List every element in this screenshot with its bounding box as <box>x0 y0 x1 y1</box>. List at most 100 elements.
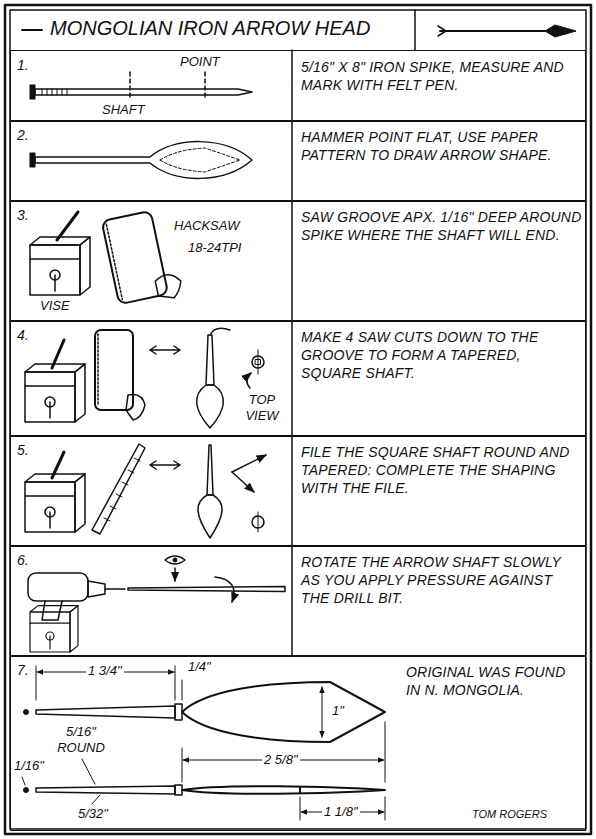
mark-line <box>299 787 301 793</box>
view-arrow <box>174 568 176 581</box>
mark-line <box>204 72 206 98</box>
leader-line <box>92 795 100 804</box>
end-dot <box>24 788 29 793</box>
step-row: 6. ROTATE THE ARROW SHAFT SLOWLY AS YOU A… <box>10 545 586 657</box>
square-shaft <box>206 335 214 385</box>
arrow-blade <box>198 495 222 538</box>
arrow-blade <box>182 682 385 742</box>
icon-shaft <box>440 30 545 32</box>
step-text: HAMMER POINT FLAT, USE PAPER PATTERN TO … <box>301 128 583 164</box>
mark-line <box>129 72 131 98</box>
shaft-collar <box>175 704 182 720</box>
file <box>92 444 145 534</box>
vise <box>30 237 90 295</box>
shaft-collar <box>175 785 182 795</box>
rotation-arrow <box>215 577 234 602</box>
hacksaw-blade <box>106 224 122 299</box>
motion-arrow <box>232 472 254 492</box>
spike <box>57 212 78 240</box>
hacksaw-handle <box>126 394 145 420</box>
vise-jaw <box>30 258 80 260</box>
drill-bit <box>105 588 125 590</box>
callout-label: VISE <box>38 298 72 314</box>
callout-label: 1" <box>330 703 346 719</box>
vise-handle <box>54 275 56 291</box>
vise-jaw <box>25 385 75 387</box>
step-number: 2. <box>17 126 29 144</box>
eye-pupil <box>173 558 177 562</box>
hacksaw-handle <box>154 272 183 301</box>
eye <box>165 556 185 564</box>
callout-label: 1 1/8" <box>322 804 360 820</box>
callout-label: SHAFT <box>100 102 147 118</box>
vise-side <box>75 364 85 422</box>
step-text: ROTATE THE ARROW SHAFT SLOWLY AS YOU APP… <box>301 553 583 608</box>
callout-label: POINT <box>178 54 222 70</box>
callout-label: 1/4" <box>186 659 213 675</box>
motion-arrow <box>232 455 266 472</box>
icon-head <box>545 25 576 37</box>
step-number: 3. <box>17 206 29 224</box>
dimension-line <box>322 687 323 737</box>
callout-label: HACKSAW <box>172 218 242 234</box>
drill-grip <box>42 601 62 620</box>
vise-front <box>30 245 80 295</box>
file-teeth <box>104 458 140 521</box>
step-number: 4. <box>17 326 29 344</box>
drill-body <box>28 573 88 601</box>
end-dot <box>24 710 29 715</box>
step-row: 4. MAKE 4 SAW CUTS DOWN TO THE GROOVE TO … <box>10 320 586 437</box>
title-text: MONGOLIAN IRON ARROW HEAD <box>50 17 370 40</box>
arrow-shaft <box>128 587 285 592</box>
step-row: 5.FILE THE SQUARE SHAFT ROUND AND TAPERE… <box>10 435 586 547</box>
hacksaw-blade <box>97 334 99 406</box>
vise-handle <box>49 402 51 418</box>
arrow-pattern <box>160 148 240 172</box>
callout-label: 5/32" <box>76 806 110 822</box>
end-view-line <box>258 512 259 532</box>
leader-arrow <box>247 373 251 388</box>
step-number: 1. <box>17 56 29 74</box>
extension-line <box>182 680 183 700</box>
wire-end <box>210 328 230 335</box>
extension-line <box>175 666 176 700</box>
step-text: 5/16" X 8" IRON SPIKE, MEASURE AND MARK … <box>301 58 583 94</box>
vise <box>25 364 85 422</box>
spike-marks <box>42 89 67 95</box>
callout-label: 5/16" ROUND <box>48 724 114 755</box>
spike <box>35 89 252 95</box>
vise-handle <box>49 636 50 649</box>
vise-front <box>30 612 70 652</box>
inner-frame <box>10 10 586 829</box>
title-dash <box>22 29 42 31</box>
callout-label: 1 3/4" <box>86 663 124 679</box>
signature: TOM ROGERS <box>470 808 549 821</box>
vise-front <box>25 482 75 532</box>
extension-line <box>36 666 37 700</box>
leader-line <box>22 777 25 785</box>
step-text: FILE THE SQUARE SHAFT ROUND AND TAPERED:… <box>301 443 583 498</box>
vise-front <box>25 372 75 422</box>
step-number: 7. <box>17 661 29 679</box>
step-text: MAKE 4 SAW CUTS DOWN TO THE GROOVE TO FO… <box>301 328 583 383</box>
step-row: 2. HAMMER POINT FLAT, USE PAPER PATTERN T… <box>10 120 586 202</box>
arrow-blade <box>197 385 224 428</box>
extension-line <box>385 722 386 782</box>
vise-handle <box>49 512 51 528</box>
leader-line <box>82 759 95 784</box>
motion-arrow <box>150 461 180 469</box>
motion-arrow <box>150 346 180 354</box>
step-text: SAW GROOVE APX. 1/16" DEEP AROUND SPIKE … <box>301 208 583 244</box>
step-row: 3. SAW GROOVE APX. 1/16" DEEP AROUND SPIK… <box>10 200 586 322</box>
vise <box>25 474 85 532</box>
top-view-line <box>258 350 259 374</box>
arrow-blade-side <box>182 786 385 794</box>
flattened-spike <box>35 142 252 179</box>
step-number: 6. <box>17 551 29 569</box>
extension-line <box>385 797 386 820</box>
vise-jaw <box>25 495 75 497</box>
drill-chuck <box>88 581 105 597</box>
vise-side <box>70 606 78 652</box>
vise-side <box>75 474 85 532</box>
